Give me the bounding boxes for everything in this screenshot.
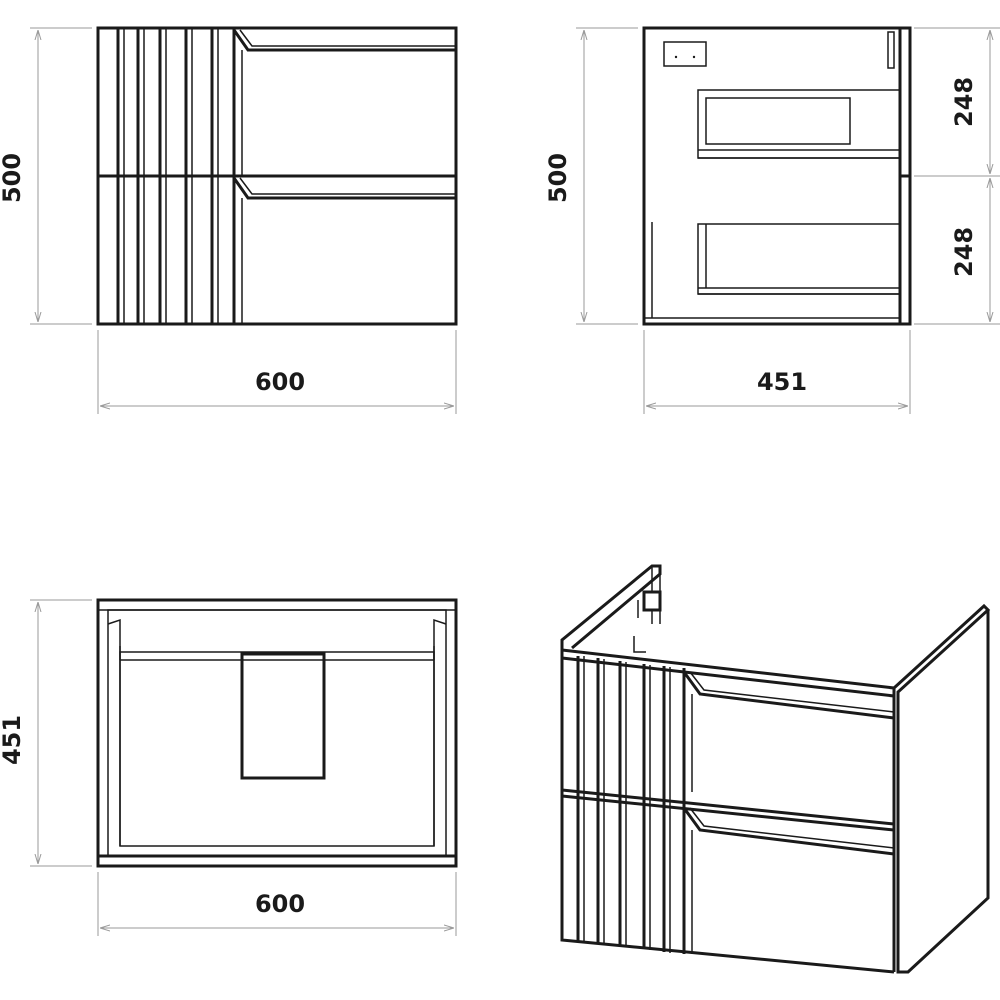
- top-body-outline: [96, 598, 458, 868]
- side-lower-drawer-label: 248: [950, 227, 978, 277]
- perspective-view: [560, 564, 991, 974]
- top-depth-label: 451: [0, 715, 26, 765]
- perspective-wall-bracket: [642, 590, 662, 612]
- top-drawer-outline: [119, 651, 435, 847]
- side-height-label: 500: [544, 153, 572, 203]
- top-siphon-cutout: [240, 652, 326, 780]
- top-width-label: 600: [255, 890, 305, 918]
- side-view: 500 248 248 451: [544, 26, 1000, 414]
- perspective-top-rim: [561, 648, 895, 698]
- top-view: 451 600: [0, 598, 458, 936]
- side-upper-drawer-label: 248: [950, 77, 978, 127]
- perspective-lower-handle: [682, 807, 895, 856]
- side-mount-bracket: [663, 41, 707, 67]
- perspective-drawer-divider: [561, 788, 895, 832]
- perspective-grooves: [576, 656, 686, 954]
- front-grooves: [116, 28, 236, 324]
- front-width-label: 600: [255, 368, 305, 396]
- perspective-upper-handle: [682, 671, 895, 720]
- front-upper-handle: [232, 29, 456, 52]
- front-view: 500 600: [0, 26, 458, 414]
- side-body-outline: [642, 26, 912, 326]
- perspective-left-panel: [560, 564, 662, 650]
- front-height-label: 500: [0, 153, 26, 203]
- perspective-right-panel: [892, 603, 991, 974]
- side-width-label: 451: [757, 368, 807, 396]
- perspective-front-outline: [560, 658, 895, 974]
- side-lower-drawer: [651, 222, 901, 318]
- side-upper-drawer: [697, 89, 901, 159]
- front-lower-handle: [232, 177, 456, 200]
